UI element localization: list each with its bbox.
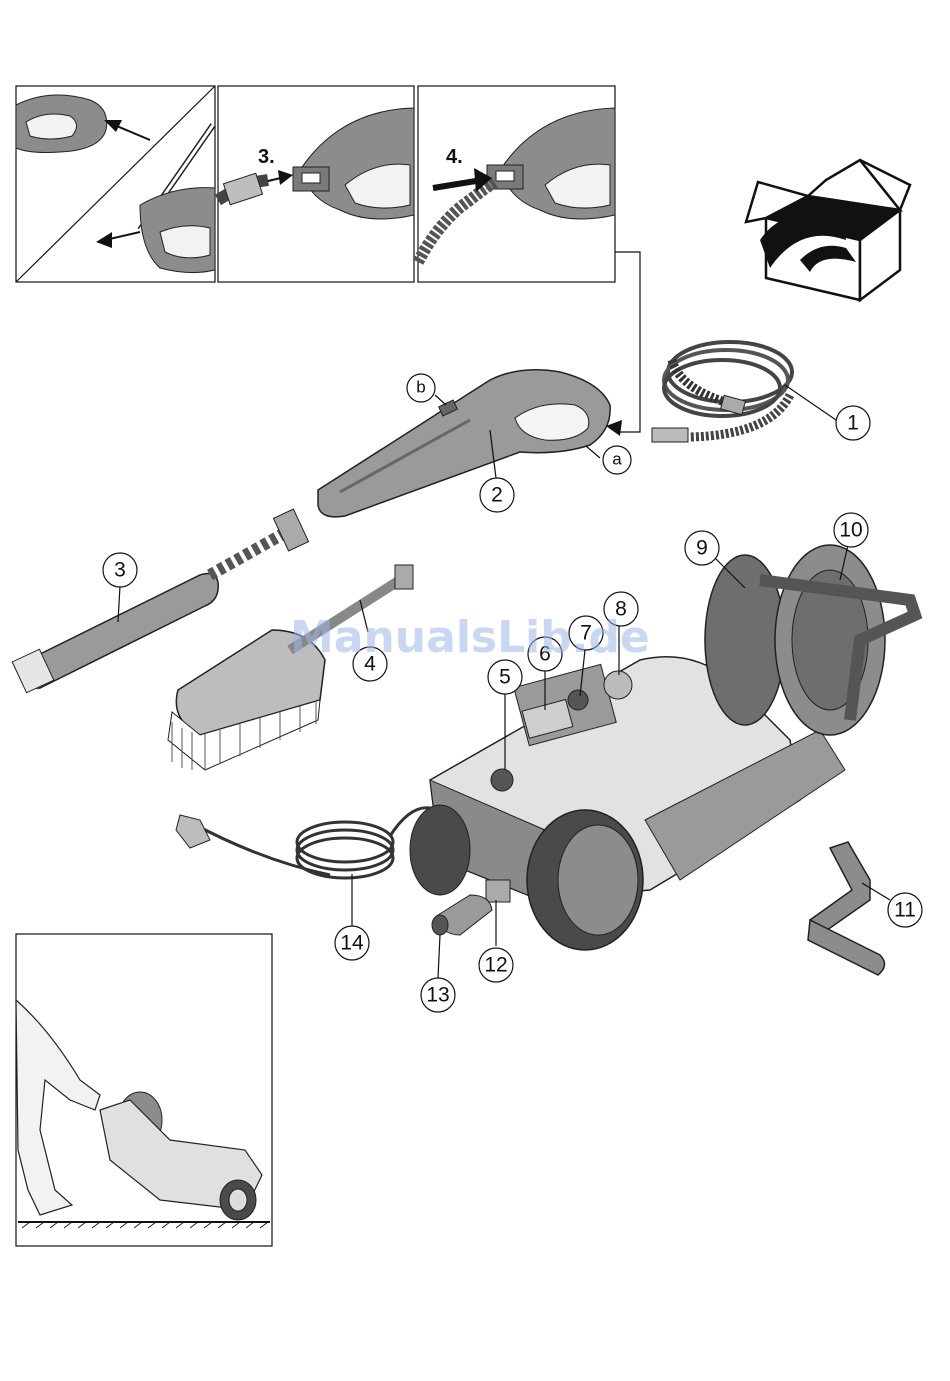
- panel-1-remove-clip: [16, 86, 215, 282]
- callout-b: b: [407, 374, 435, 402]
- callout-3: 3: [103, 553, 137, 587]
- panel-transport: [16, 934, 272, 1246]
- step-3-label: 3.: [258, 146, 275, 168]
- callout-14-label: 14: [340, 932, 364, 955]
- callout-10: 10: [834, 513, 868, 547]
- callout-2: 2: [480, 478, 514, 512]
- main-unit-pressure-washer: [410, 545, 915, 950]
- watermark-text: ManualsLib.de: [290, 612, 650, 663]
- callout-9-label: 9: [696, 537, 708, 560]
- callout-1-label: 1: [847, 412, 859, 435]
- callout-3-label: 3: [114, 559, 126, 582]
- part-13-inlet-coupling: [432, 895, 492, 935]
- panel-3-insert-hose: 4.: [418, 86, 615, 282]
- unpack-box-icon: [746, 160, 910, 300]
- step-4-label: 4.: [446, 146, 463, 168]
- callout-12: 12: [479, 948, 513, 982]
- callout-11-label: 11: [894, 899, 916, 922]
- callout-12-label: 12: [484, 954, 507, 977]
- callout-5: 5: [488, 660, 522, 694]
- callout-11: 11: [888, 893, 922, 927]
- callout-9: 9: [685, 531, 719, 565]
- callout-a-label: a: [612, 450, 622, 469]
- part-2-spray-gun: [318, 370, 610, 517]
- callout-10-label: 10: [839, 519, 862, 542]
- panel-2-connect-hose: 3.: [218, 86, 414, 282]
- part-11-crank-handle: [808, 842, 885, 975]
- part-14-power-cord: [176, 808, 430, 878]
- callout-14: 14: [335, 926, 369, 960]
- callout-a: a: [603, 446, 631, 474]
- callout-1: 1: [836, 406, 870, 440]
- callout-2-label: 2: [491, 484, 503, 507]
- callout-13: 13: [421, 978, 455, 1012]
- connector-line: [615, 252, 640, 432]
- callout-5-label: 5: [499, 666, 511, 689]
- callout-13-label: 13: [426, 984, 449, 1007]
- callout-b-label: b: [416, 378, 425, 397]
- part-1-high-pressure-hose: [652, 342, 792, 442]
